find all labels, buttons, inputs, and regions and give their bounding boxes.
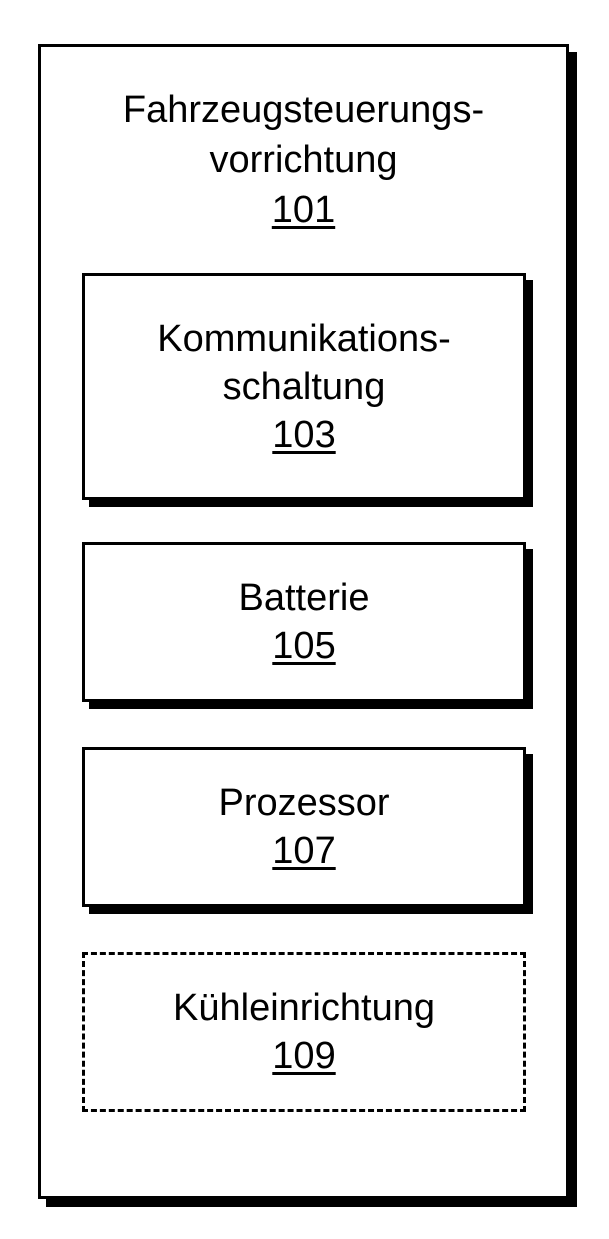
cooling-device-label: Kühleinrichtung — [173, 984, 435, 1032]
processor-label: Prozessor — [218, 779, 389, 827]
device-reference-number: 101 — [272, 185, 335, 235]
communication-circuit-block: Kommunikations- schaltung 103 — [82, 273, 526, 500]
communication-circuit-label-line-2: schaltung — [223, 363, 386, 411]
cooling-device-reference-number: 109 — [272, 1032, 335, 1080]
battery-reference-number: 105 — [272, 622, 335, 670]
device-title-line-2: vorrichtung — [41, 135, 566, 185]
processor-reference-number: 107 — [272, 827, 335, 875]
communication-circuit-label-line-1: Kommunikations- — [157, 315, 451, 363]
battery-label: Batterie — [239, 574, 370, 622]
communication-circuit-reference-number: 103 — [272, 411, 335, 459]
device-title-line-1: Fahrzeugsteuerungs- — [41, 85, 566, 135]
processor-block: Prozessor 107 — [82, 747, 526, 907]
battery-block: Batterie 105 — [82, 542, 526, 702]
cooling-device-block-optional: Kühleinrichtung 109 — [82, 952, 526, 1112]
device-title: Fahrzeugsteuerungs- vorrichtung 101 — [41, 85, 566, 235]
